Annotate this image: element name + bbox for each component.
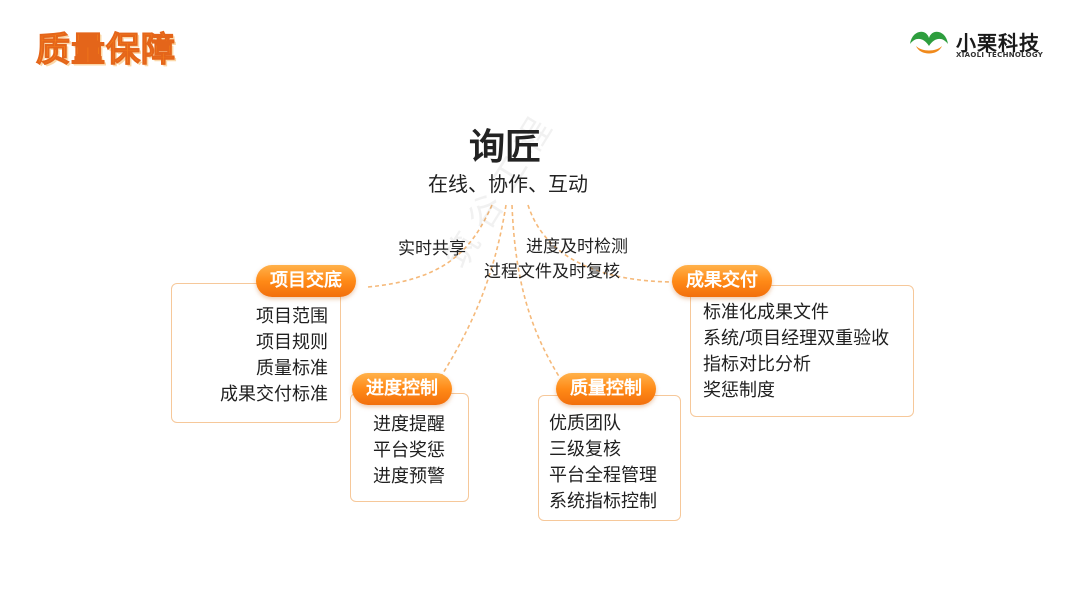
quality-item: 平台全程管理 <box>549 465 657 486</box>
logo-name: 小栗科技 <box>956 31 1040 55</box>
center-title: 询匠 <box>468 127 541 168</box>
progress-item: 进度提醒 <box>373 414 445 435</box>
progress-box: 进度提醒 平台奖惩 进度预警 <box>350 393 469 502</box>
connector-to-quality <box>511 204 561 379</box>
handover-node-title: 项目交底 <box>256 265 356 297</box>
quality-node-title: 质量控制 <box>556 373 656 405</box>
progress-node-title: 进度控制 <box>352 373 452 405</box>
delivery-node-title: 成果交付 <box>672 265 772 297</box>
delivery-item: 标准化成果文件 <box>703 302 829 323</box>
delivery-box: 标准化成果文件 系统/项目经理双重验收 指标对比分析 奖惩制度 <box>690 285 914 417</box>
handover-box: 项目范围 项目规则 质量标准 成果交付标准 <box>171 283 341 423</box>
branch-label-progress-check: 进度及时检测 <box>526 237 628 257</box>
center-subtitle: 在线、协作、互动 <box>428 172 588 196</box>
branch-label-file-review: 过程文件及时复核 <box>484 262 620 282</box>
quality-item: 优质团队 <box>549 413 621 434</box>
progress-item: 进度预警 <box>373 466 445 487</box>
company-logo: 小栗科技 XIAOLI TECHNOLOGY <box>906 24 1066 64</box>
quality-box: 优质团队 三级复核 平台全程管理 系统指标控制 <box>538 395 681 521</box>
connector-to-handover <box>367 204 493 288</box>
logo-subtitle: XIAOLI TECHNOLOGY <box>956 51 1044 59</box>
handover-item: 质量标准 <box>256 358 328 379</box>
handover-item: 成果交付标准 <box>220 384 328 405</box>
page-title: 质量保障 <box>36 30 176 71</box>
delivery-item: 指标对比分析 <box>703 354 811 375</box>
quality-item: 系统指标控制 <box>549 491 657 512</box>
quality-item: 三级复核 <box>549 439 621 460</box>
branch-label-realtime-share: 实时共享 <box>398 239 466 259</box>
connector-to-delivery <box>527 204 677 283</box>
progress-item: 平台奖惩 <box>373 440 445 461</box>
delivery-item: 系统/项目经理双重验收 <box>703 328 890 349</box>
delivery-item: 奖惩制度 <box>703 380 775 401</box>
chestnut-leaf-logo-icon <box>910 31 948 54</box>
handover-item: 项目范围 <box>256 306 328 327</box>
connector-to-progress <box>439 204 507 379</box>
handover-item: 项目规则 <box>256 332 328 353</box>
